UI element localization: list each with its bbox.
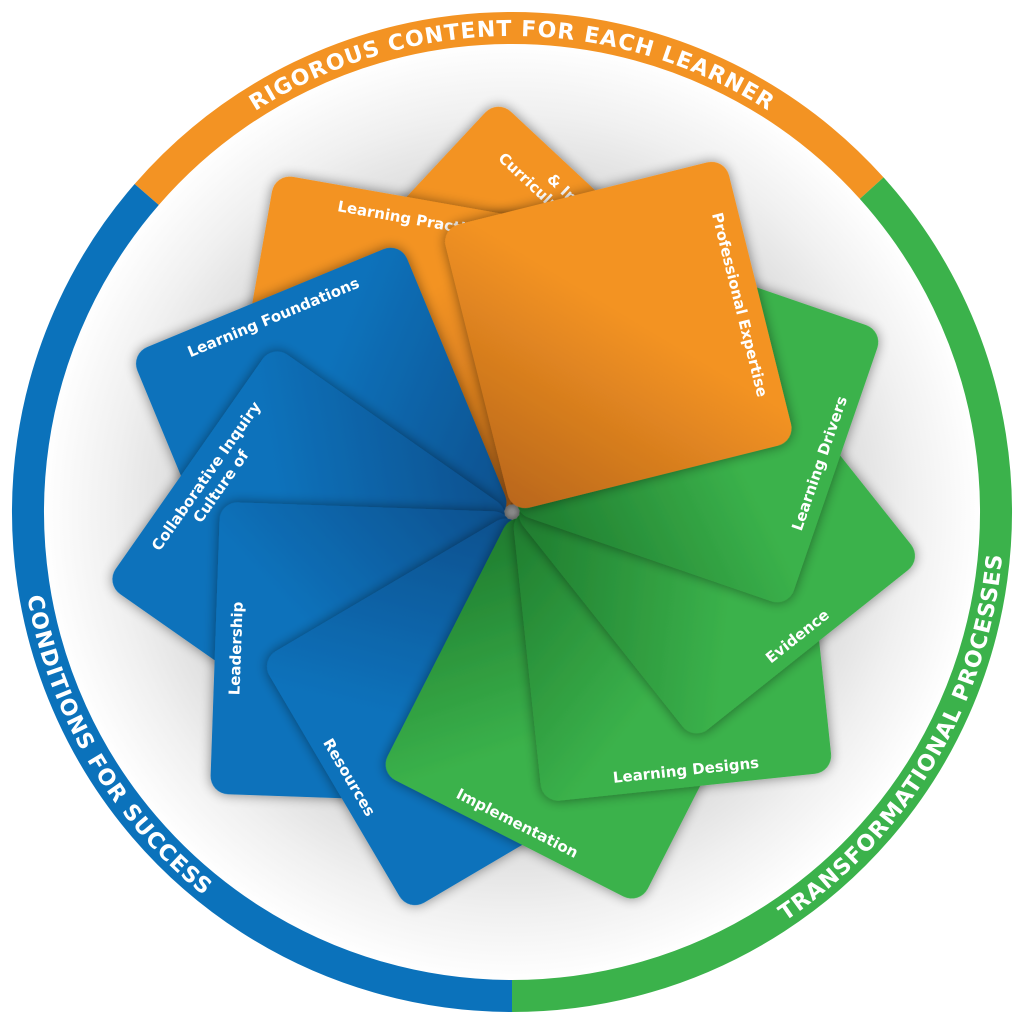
card-label: Leadership [225,601,246,695]
ring-segment-blue [12,183,513,1012]
ring-segment-green [511,177,1012,1012]
outer-ring [12,12,1012,1012]
ring-segment-orange [134,12,884,205]
card-tile [445,161,792,509]
card-pinwheel: Curriculum, Assessment,& InstructionLear… [112,106,916,906]
